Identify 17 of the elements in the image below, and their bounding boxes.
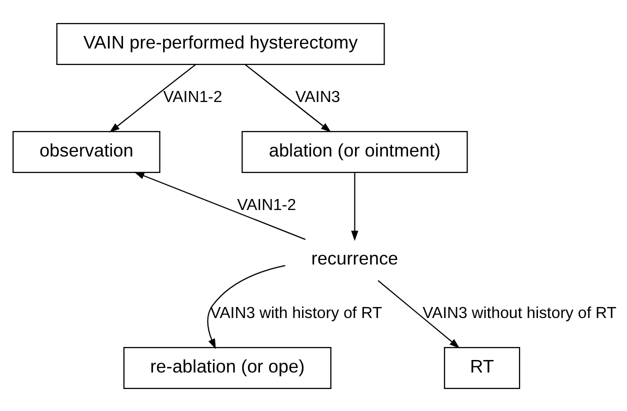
edge-label: VAIN1-2: [163, 88, 222, 106]
arrow: [207, 264, 286, 349]
edge-label: VAIN3: [295, 88, 340, 106]
edge-label: VAIN3 with history of RT: [210, 304, 382, 322]
arrow: [109, 64, 196, 132]
edge-label: VAIN1-2: [237, 196, 296, 214]
node-box: observation: [12, 130, 160, 173]
node-box: re-ablation (or ope): [123, 346, 332, 389]
node-text: recurrence: [311, 248, 398, 268]
edge-label: VAIN3 without history of RT: [422, 304, 616, 322]
arrow: [351, 172, 358, 240]
arrow: [244, 64, 332, 132]
node-box: RT: [444, 346, 520, 389]
node-box: ablation (or ointment): [242, 130, 468, 173]
arrow: [378, 280, 460, 348]
arrow: [134, 171, 306, 240]
node-box: VAIN pre-performed hysterectomy: [56, 22, 385, 65]
